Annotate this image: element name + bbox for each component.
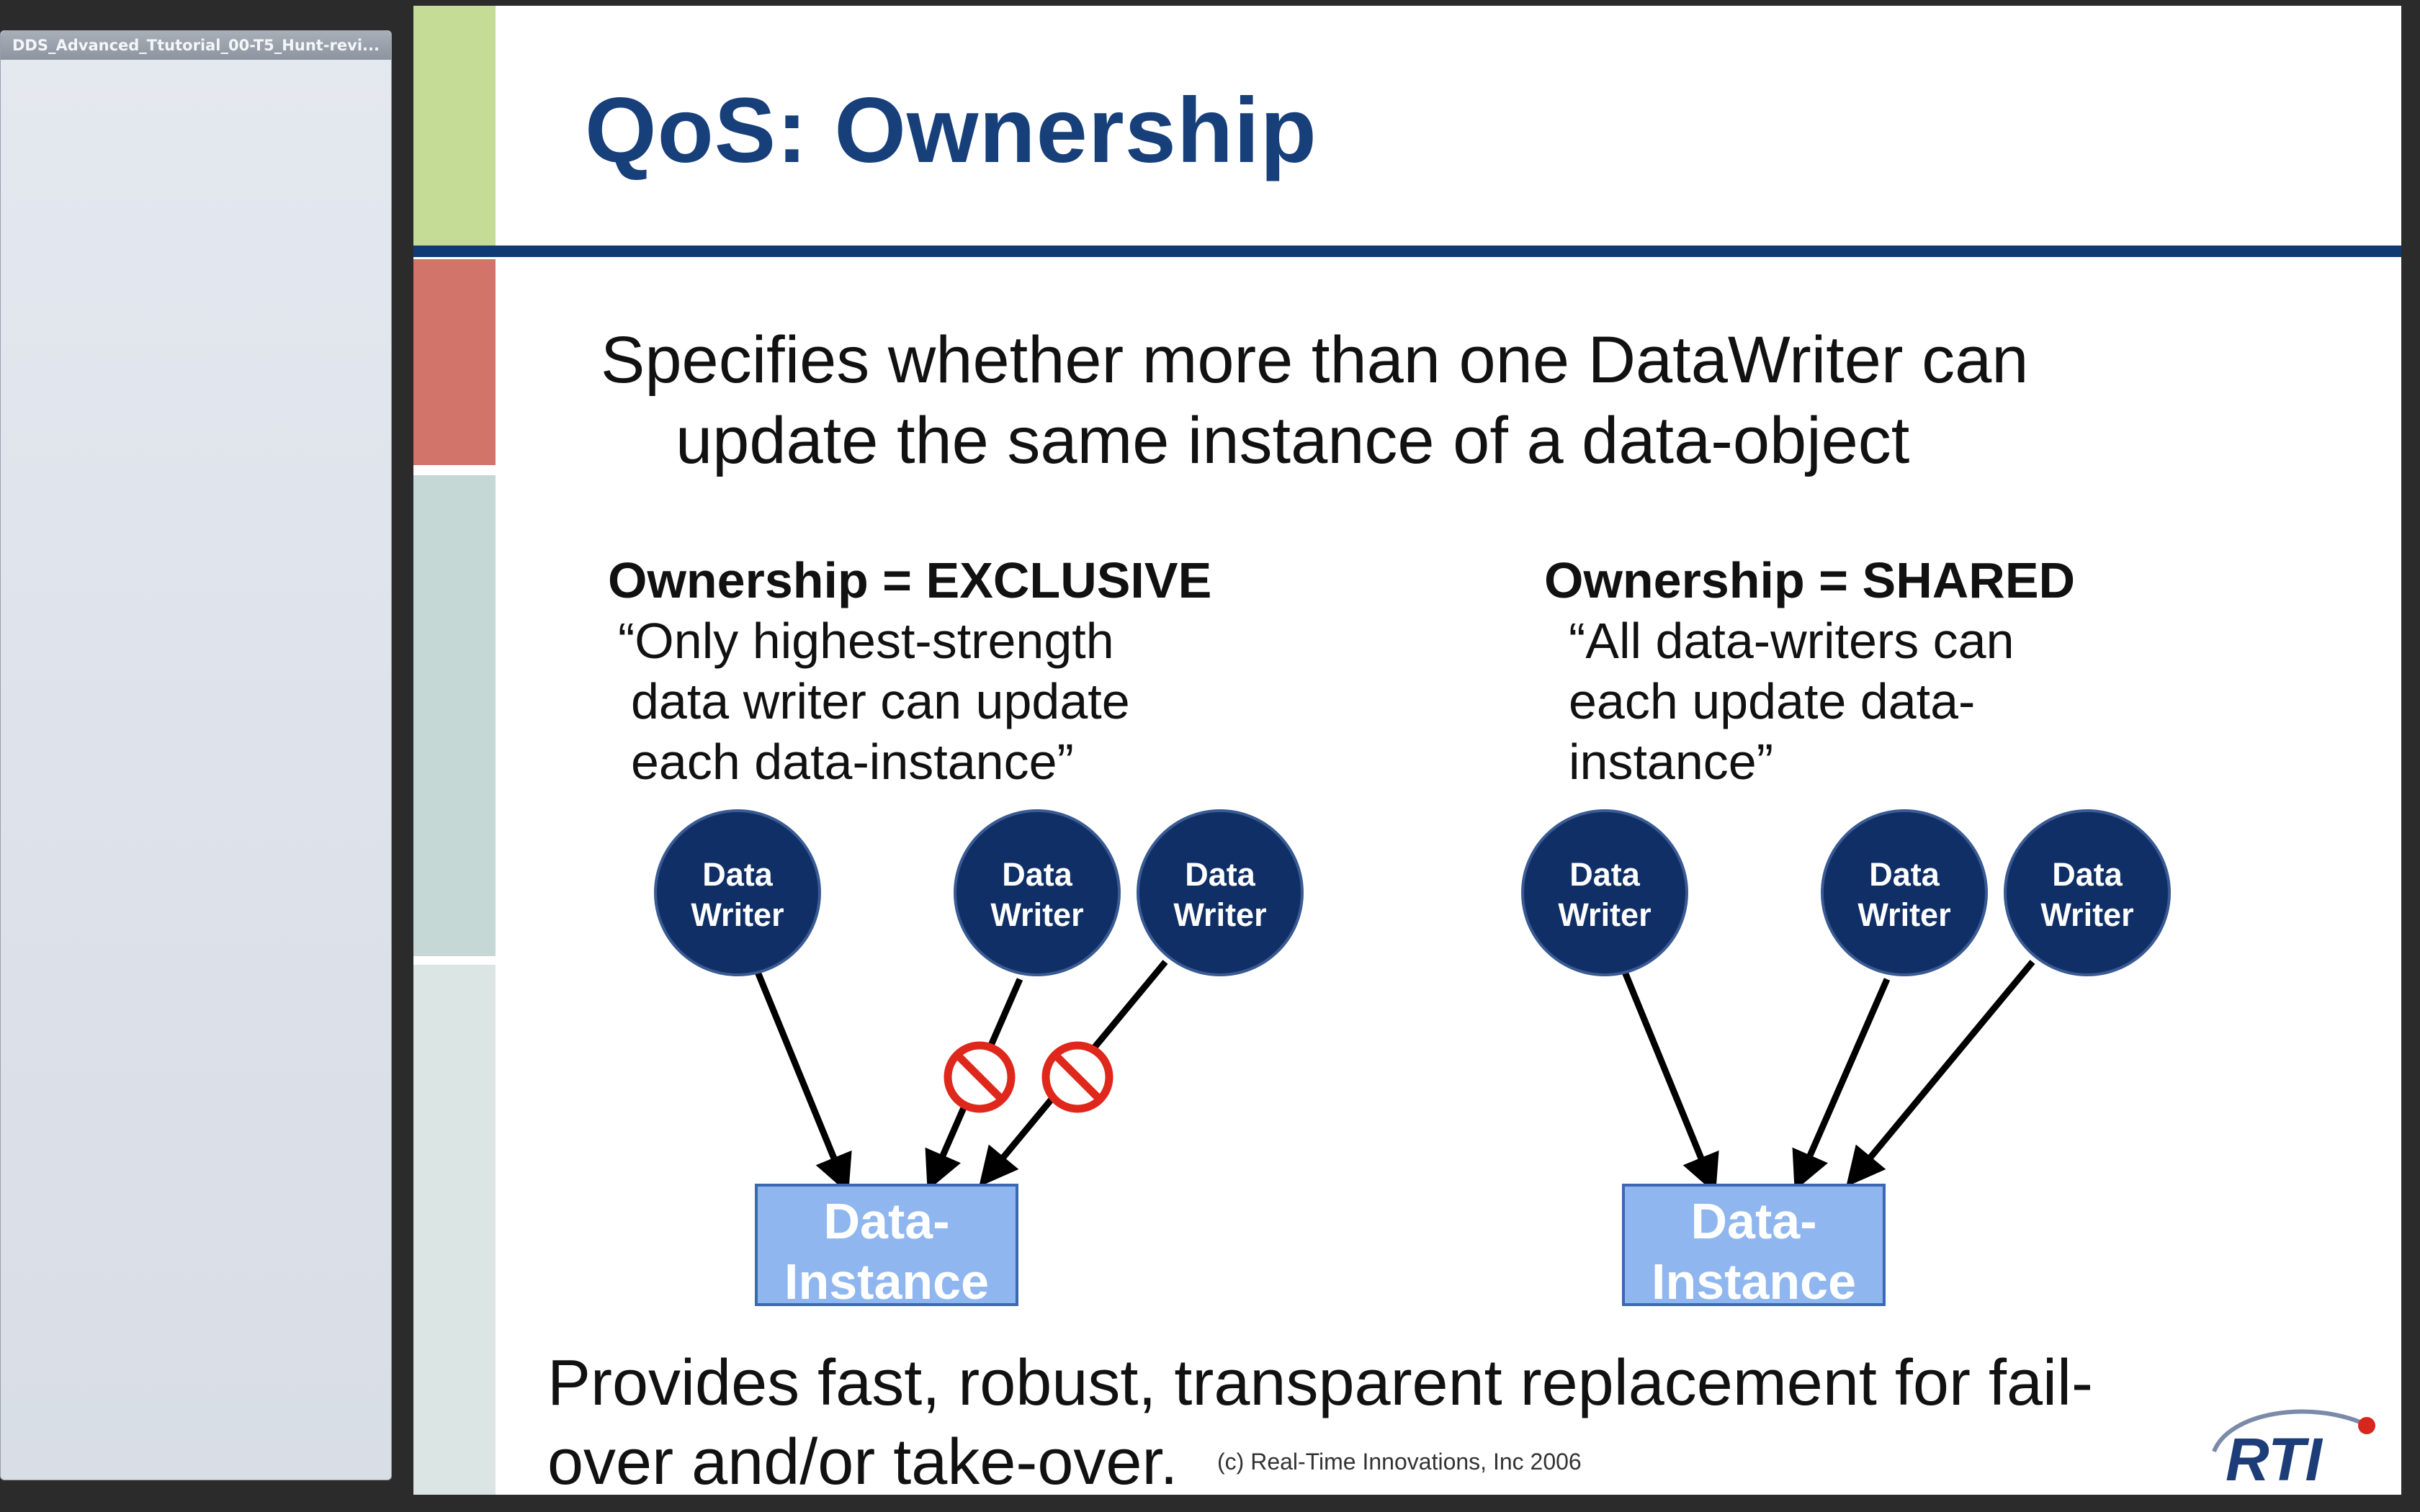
exclusive-desc-line-1: “Only highest-strength <box>618 613 1114 669</box>
subtitle-line-2: update the same instance of a data-objec… <box>676 404 1910 477</box>
data-instance-box: Data- Instance <box>1622 1184 1886 1310</box>
shared-desc-line-2: each update data- <box>1569 673 1976 729</box>
rti-logo-icon: RTI <box>2212 1409 2375 1489</box>
writer-label-2: Writer <box>2040 896 2133 933</box>
instance-label-2: Instance <box>784 1254 989 1310</box>
shared-desc-line-1: “All data-writers can <box>1569 613 2015 669</box>
writer-label-2: Writer <box>691 896 784 933</box>
shared-desc-line-3: instance” <box>1569 734 1774 790</box>
no-entry-icon <box>944 1041 1016 1113</box>
writer-label-1: Data <box>1002 856 1073 893</box>
writer-label-1: Data <box>2052 856 2123 893</box>
exclusive-desc-line-2: data writer can update <box>631 673 1130 729</box>
writer-label-1: Data <box>1569 856 1641 893</box>
ownership-diagram: Data Writer Data Writer Data Writer Data… <box>654 809 2171 1310</box>
exclusive-heading: Ownership = EXCLUSIVE <box>608 552 1212 608</box>
exclusive-desc-line-3: each data-instance” <box>631 734 1074 790</box>
logo-text: RTI <box>2226 1426 2323 1489</box>
footer-line-1: Provides fast, robust, transparent repla… <box>547 1347 2093 1419</box>
writer-label-2: Writer <box>1173 896 1266 933</box>
writer-label-1: Data <box>702 856 774 893</box>
data-writer-node: Data Writer <box>954 809 1121 976</box>
exclusive-arrow-1 <box>754 971 852 1194</box>
footer-line-2: over and/or take-over. <box>547 1426 1178 1495</box>
accent-bar-red <box>413 259 496 465</box>
footer-text: Provides fast, robust, transparent repla… <box>547 1344 2312 1495</box>
shared-arrow-2 <box>1792 978 1891 1191</box>
shared-heading: Ownership = SHARED <box>1544 552 2076 608</box>
data-writer-node: Data Writer <box>1137 809 1304 976</box>
data-instance-box: Data- Instance <box>755 1184 1018 1310</box>
writer-label-1: Data <box>1869 856 1940 893</box>
subtitle-line-1: Specifies whether more than one DataWrit… <box>601 323 2029 397</box>
writer-label-2: Writer <box>990 896 1083 933</box>
instance-label-1: Data- <box>1690 1193 1816 1249</box>
no-entry-icon <box>1041 1041 1113 1113</box>
accent-bar-teal <box>413 475 496 956</box>
data-writer-node: Data Writer <box>2004 809 2171 976</box>
writer-label-2: Writer <box>1558 896 1651 933</box>
shared-arrow-3 <box>1846 960 2035 1187</box>
instance-label-2: Instance <box>1652 1254 1856 1310</box>
shared-description: “All data-writers can each update data- … <box>1569 611 2015 792</box>
data-writer-node: Data Writer <box>654 809 821 976</box>
slide: QoS: Ownership Specifies whether more th… <box>413 6 2401 1495</box>
thumbnail-title[interactable]: DDS_Advanced_Ttutorial_00-T5_Hunt-revi..… <box>1 31 391 60</box>
data-writer-node: Data Writer <box>1821 809 1988 976</box>
accent-bar-green <box>413 6 496 246</box>
writer-label-2: Writer <box>1857 896 1950 933</box>
data-writer-node: Data Writer <box>1521 809 1688 976</box>
exclusive-description: “Only highest-strength data writer can u… <box>618 611 1130 792</box>
accent-bar-light <box>413 965 496 1495</box>
title-rule <box>413 246 2401 257</box>
shared-arrow-1 <box>1621 971 1719 1194</box>
slide-thumbnail-panel[interactable]: DDS_Advanced_Ttutorial_00-T5_Hunt-revi..… <box>0 30 392 1480</box>
writer-label-1: Data <box>1185 856 1256 893</box>
instance-label-1: Data- <box>823 1193 949 1249</box>
slide-subtitle: Specifies whether more than one DataWrit… <box>601 320 2185 481</box>
copyright-notice: (c) Real-Time Innovations, Inc 2006 <box>1217 1449 1582 1475</box>
slide-title: QoS: Ownership <box>585 79 1317 182</box>
